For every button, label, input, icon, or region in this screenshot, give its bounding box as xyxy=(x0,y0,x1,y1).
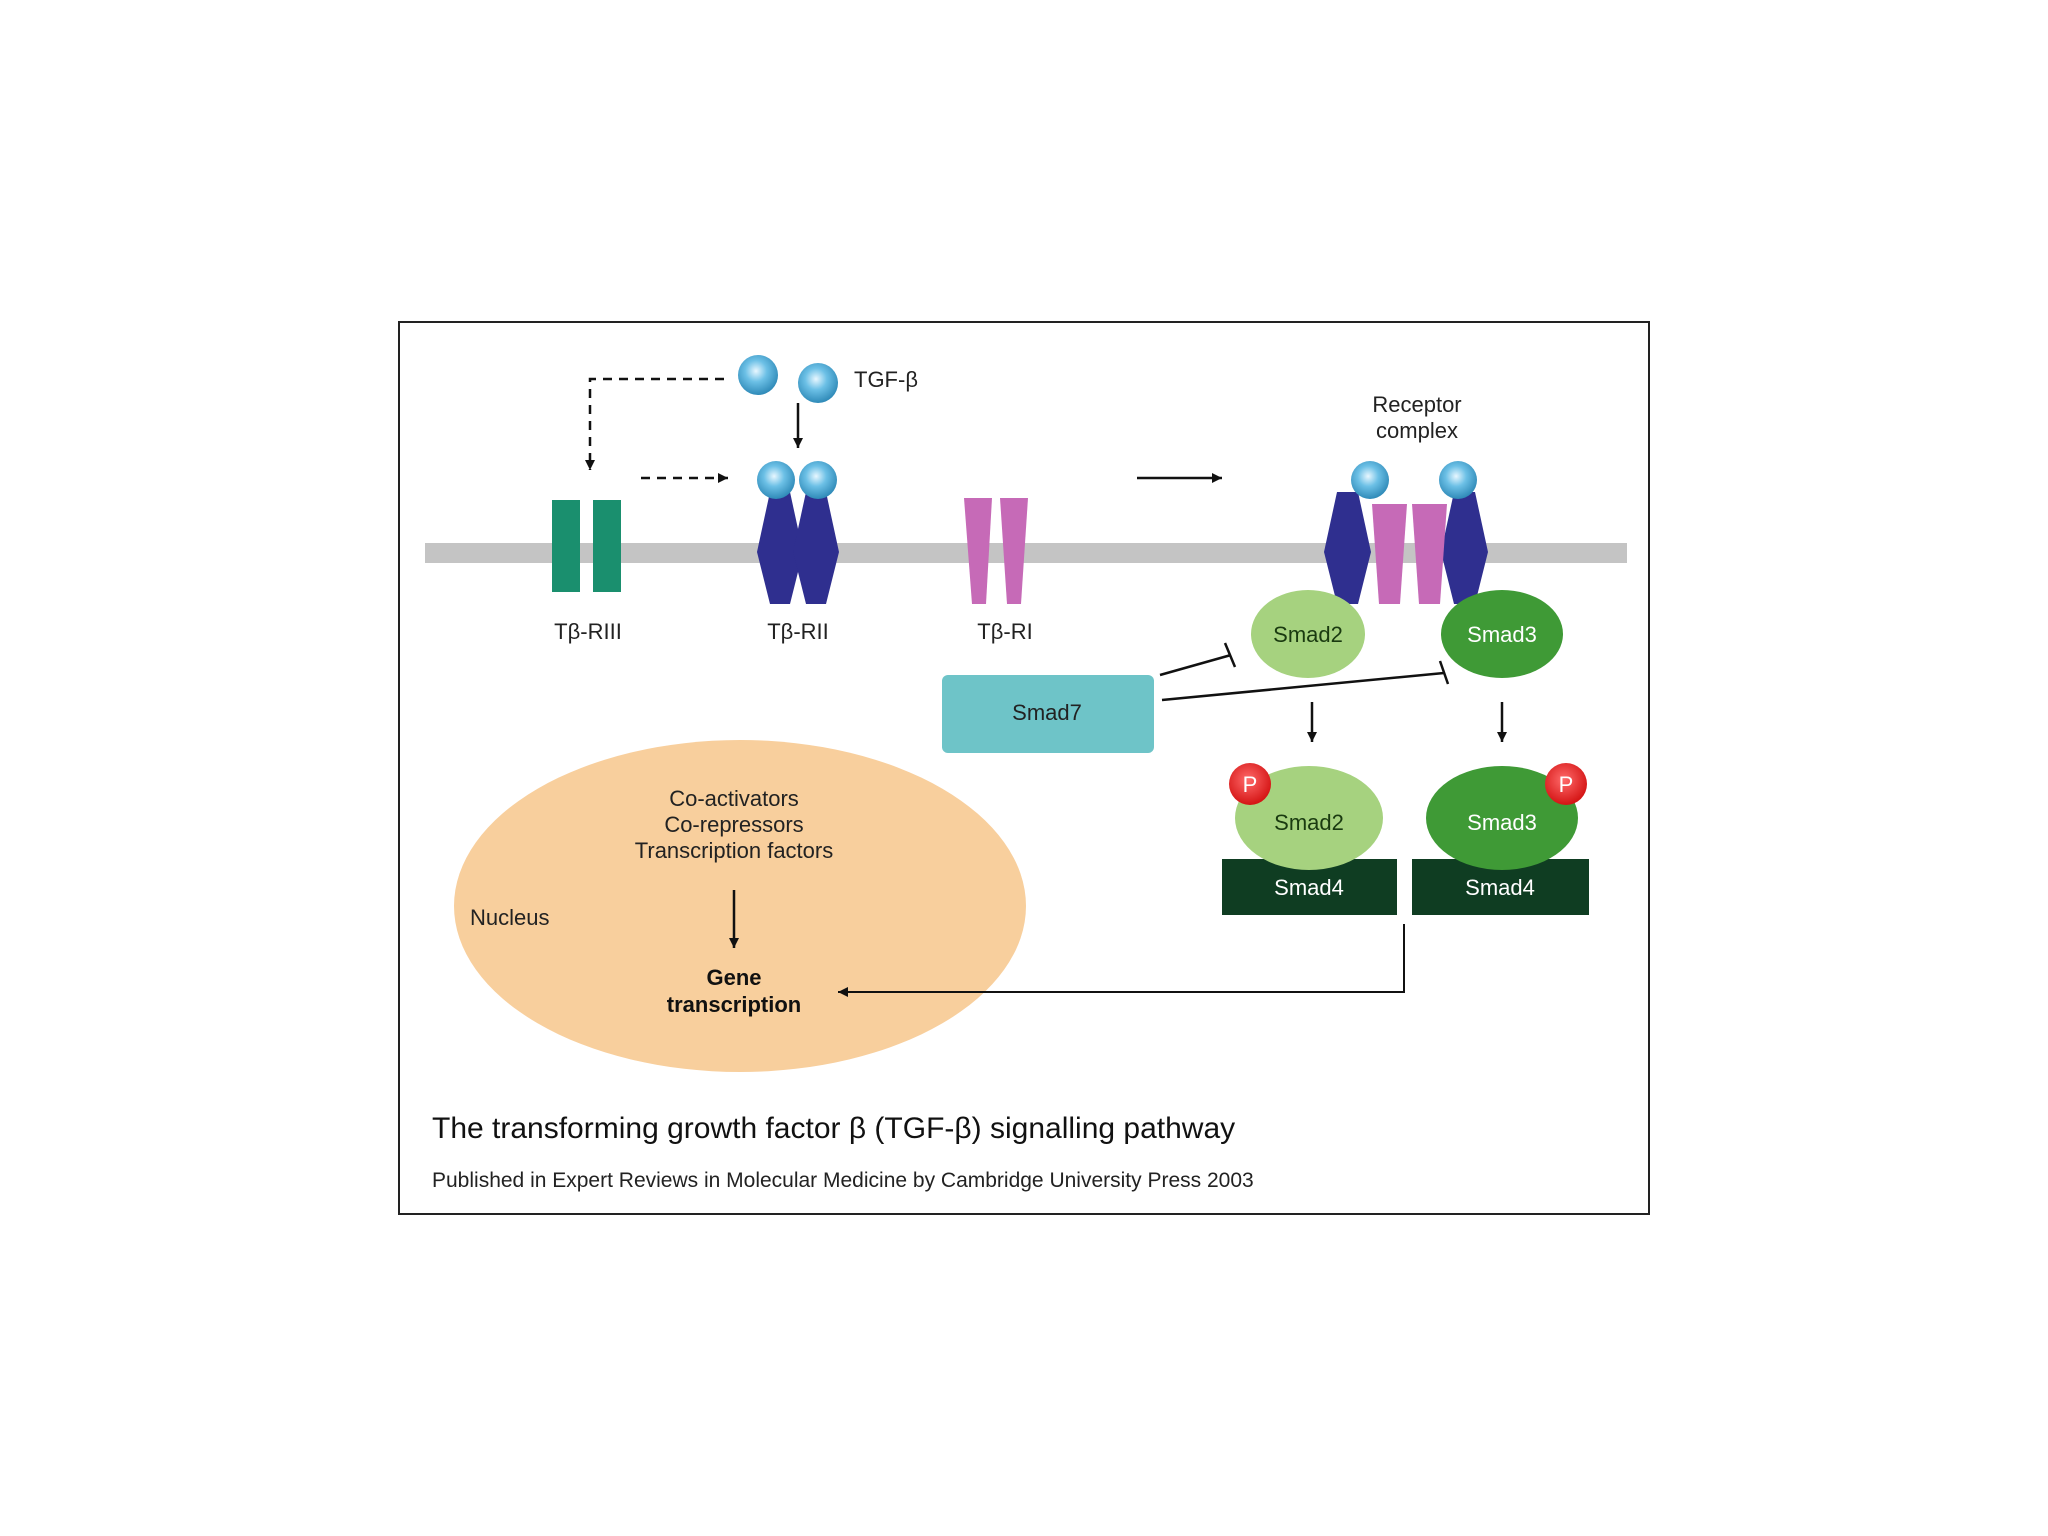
tbriii-receptor xyxy=(552,500,621,592)
tbrii-label: Tβ-RII xyxy=(767,619,829,644)
smad-complex-to-nucleus-arrow xyxy=(838,924,1405,997)
phospho-smad2-label: Smad2 xyxy=(1274,810,1344,835)
tbri-label: Tβ-RI xyxy=(977,619,1032,644)
phosphate-icon xyxy=(1229,763,1271,805)
gene-transcription-label: Gene xyxy=(706,965,761,990)
smad2-node xyxy=(1251,590,1365,678)
nucleus xyxy=(454,740,1026,1072)
ligand-to-tbriii-dashed-arrow xyxy=(585,377,724,470)
smad7-label: Smad7 xyxy=(1012,700,1082,725)
regulators-label: Co-activators xyxy=(669,786,799,811)
receptor-complex xyxy=(1324,461,1488,604)
smad3-node xyxy=(1441,590,1563,678)
receptor-complex-label: Receptor xyxy=(1372,392,1461,417)
tgf-beta-ligand xyxy=(798,363,838,403)
phospho-smad3-node xyxy=(1426,766,1578,870)
tgf-beta-label: TGF-β xyxy=(854,367,918,392)
smad4-right-label: Smad4 xyxy=(1465,875,1535,900)
receptor-complex-label: complex xyxy=(1376,418,1458,443)
phospho-smad3-label: Smad3 xyxy=(1467,810,1537,835)
phospho-smad2-node xyxy=(1235,766,1383,870)
phosphate-left-label: P xyxy=(1243,772,1258,797)
tbriii-label: Tβ-RIII xyxy=(554,619,622,644)
tgf-beta-ligand xyxy=(738,355,778,395)
smad3-label: Smad3 xyxy=(1467,622,1537,647)
smad2-label: Smad2 xyxy=(1273,622,1343,647)
nucleus-label: Nucleus xyxy=(470,905,549,930)
gene-transcription-label: transcription xyxy=(667,992,801,1017)
figure-caption: The transforming growth factor β (TGF-β)… xyxy=(432,1112,1235,1145)
smad7-node xyxy=(942,675,1154,753)
regulators-label: Co-repressors xyxy=(664,812,803,837)
phosphate-icon xyxy=(1545,763,1587,805)
regulators-label: Transcription factors xyxy=(635,838,833,863)
phosphate-right-label: P xyxy=(1559,772,1574,797)
smad4-left-label: Smad4 xyxy=(1274,875,1344,900)
smad7-inhibition-lines xyxy=(1159,642,1450,702)
publication-credit: Published in Expert Reviews in Molecular… xyxy=(432,1169,1254,1192)
tbri-receptor xyxy=(964,498,1028,604)
tbrii-receptor xyxy=(757,461,839,604)
